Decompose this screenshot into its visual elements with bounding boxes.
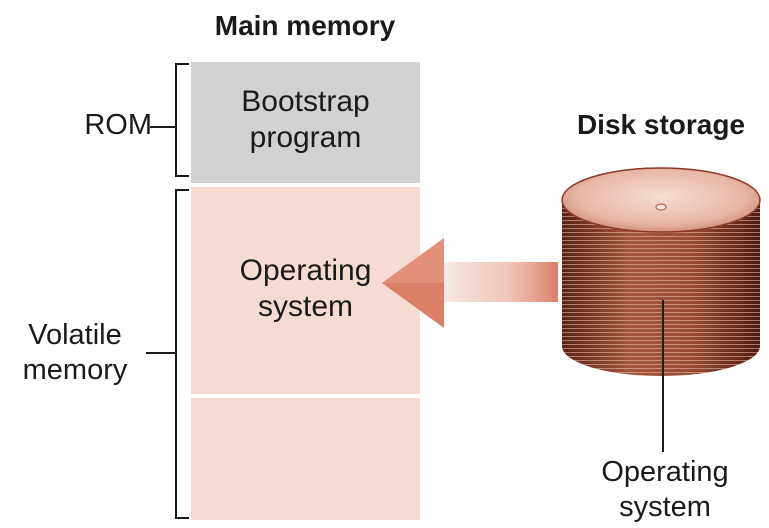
ram-block-os [191, 187, 420, 394]
memory-os-text: Operating system [239, 254, 372, 323]
load-arrow [382, 238, 558, 328]
ram-block-free [191, 398, 420, 520]
bootstrap-program-text: Bootstrap program [241, 85, 370, 154]
disk-cylinder [561, 167, 761, 376]
disk-os-text: Operating system [601, 456, 729, 523]
volatile-bracket [175, 189, 189, 519]
disk-storage-title: Disk storage [576, 109, 746, 140]
rom-label: ROM [84, 109, 152, 141]
rom-bracket [175, 63, 189, 177]
rom-block [191, 62, 420, 183]
volatile-memory-label: Volatile memory [22, 319, 128, 386]
main-memory-title: Main memory [214, 10, 396, 41]
